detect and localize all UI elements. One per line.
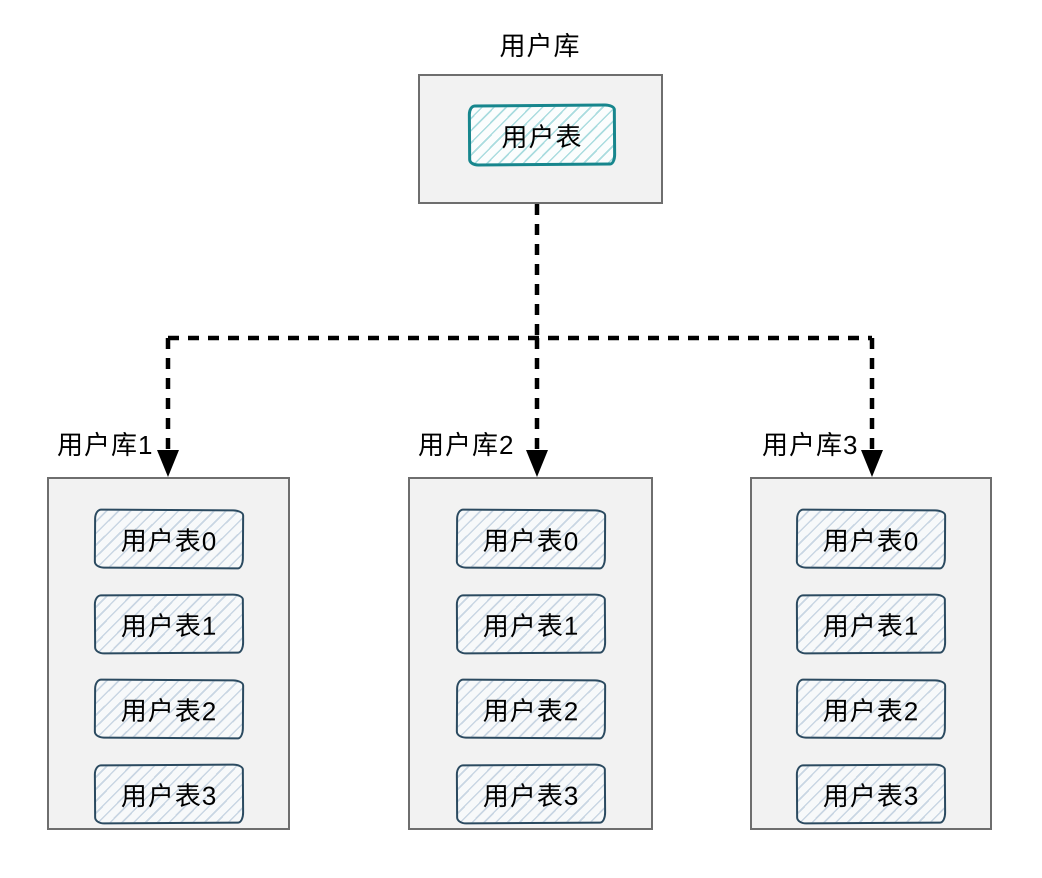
- shard1-table3-box: 用户表3: [93, 763, 244, 825]
- root-db-label: 用户库: [499, 31, 581, 61]
- table-label: 用户表1: [120, 610, 217, 641]
- shard3-db-box: 用户表0 用户表1 用户表2 用户表3: [750, 477, 992, 830]
- shard3-db-label: 用户库3: [762, 430, 859, 460]
- table-label: 用户表0: [822, 525, 920, 556]
- table-label: 用户表0: [120, 525, 217, 556]
- shard2-table0-box: 用户表0: [455, 508, 606, 570]
- root-db-box: 用户表: [418, 74, 663, 204]
- shard2-table2-box: 用户表2: [455, 678, 606, 740]
- shard3-table3-box: 用户表3: [795, 763, 947, 825]
- table-label: 用户表2: [822, 695, 920, 726]
- table-label: 用户表2: [120, 695, 217, 726]
- shard3-table1-box: 用户表1: [795, 593, 947, 655]
- shard2-table1-box: 用户表1: [455, 593, 606, 655]
- shard1-db-label: 用户库1: [57, 430, 154, 460]
- table-label: 用户表3: [120, 780, 217, 811]
- table-label: 用户表3: [822, 780, 920, 811]
- shard3-table0-box: 用户表0: [795, 508, 947, 570]
- shard1-table0-box: 用户表0: [93, 508, 244, 570]
- table-label: 用户表0: [482, 525, 579, 556]
- root-table-label: 用户表: [501, 121, 583, 152]
- shard1-table1-box: 用户表1: [93, 593, 244, 655]
- root-table-box: 用户表: [467, 103, 617, 167]
- arrowhead-icon: [861, 450, 883, 477]
- table-label: 用户表2: [482, 695, 579, 726]
- arrowhead-icon: [526, 450, 548, 477]
- shard3-table2-box: 用户表2: [795, 678, 947, 740]
- shard2-db-label: 用户库2: [418, 430, 515, 460]
- shard2-table3-box: 用户表3: [455, 763, 606, 825]
- table-label: 用户表1: [822, 610, 920, 641]
- shard1-table2-box: 用户表2: [93, 678, 244, 740]
- shard2-db-box: 用户表0 用户表1 用户表2 用户表3: [408, 477, 653, 830]
- table-label: 用户表3: [482, 780, 579, 811]
- arrowhead-icon: [157, 450, 179, 477]
- shard1-db-box: 用户表0 用户表1 用户表2 用户表3: [47, 477, 290, 830]
- table-label: 用户表1: [482, 610, 579, 641]
